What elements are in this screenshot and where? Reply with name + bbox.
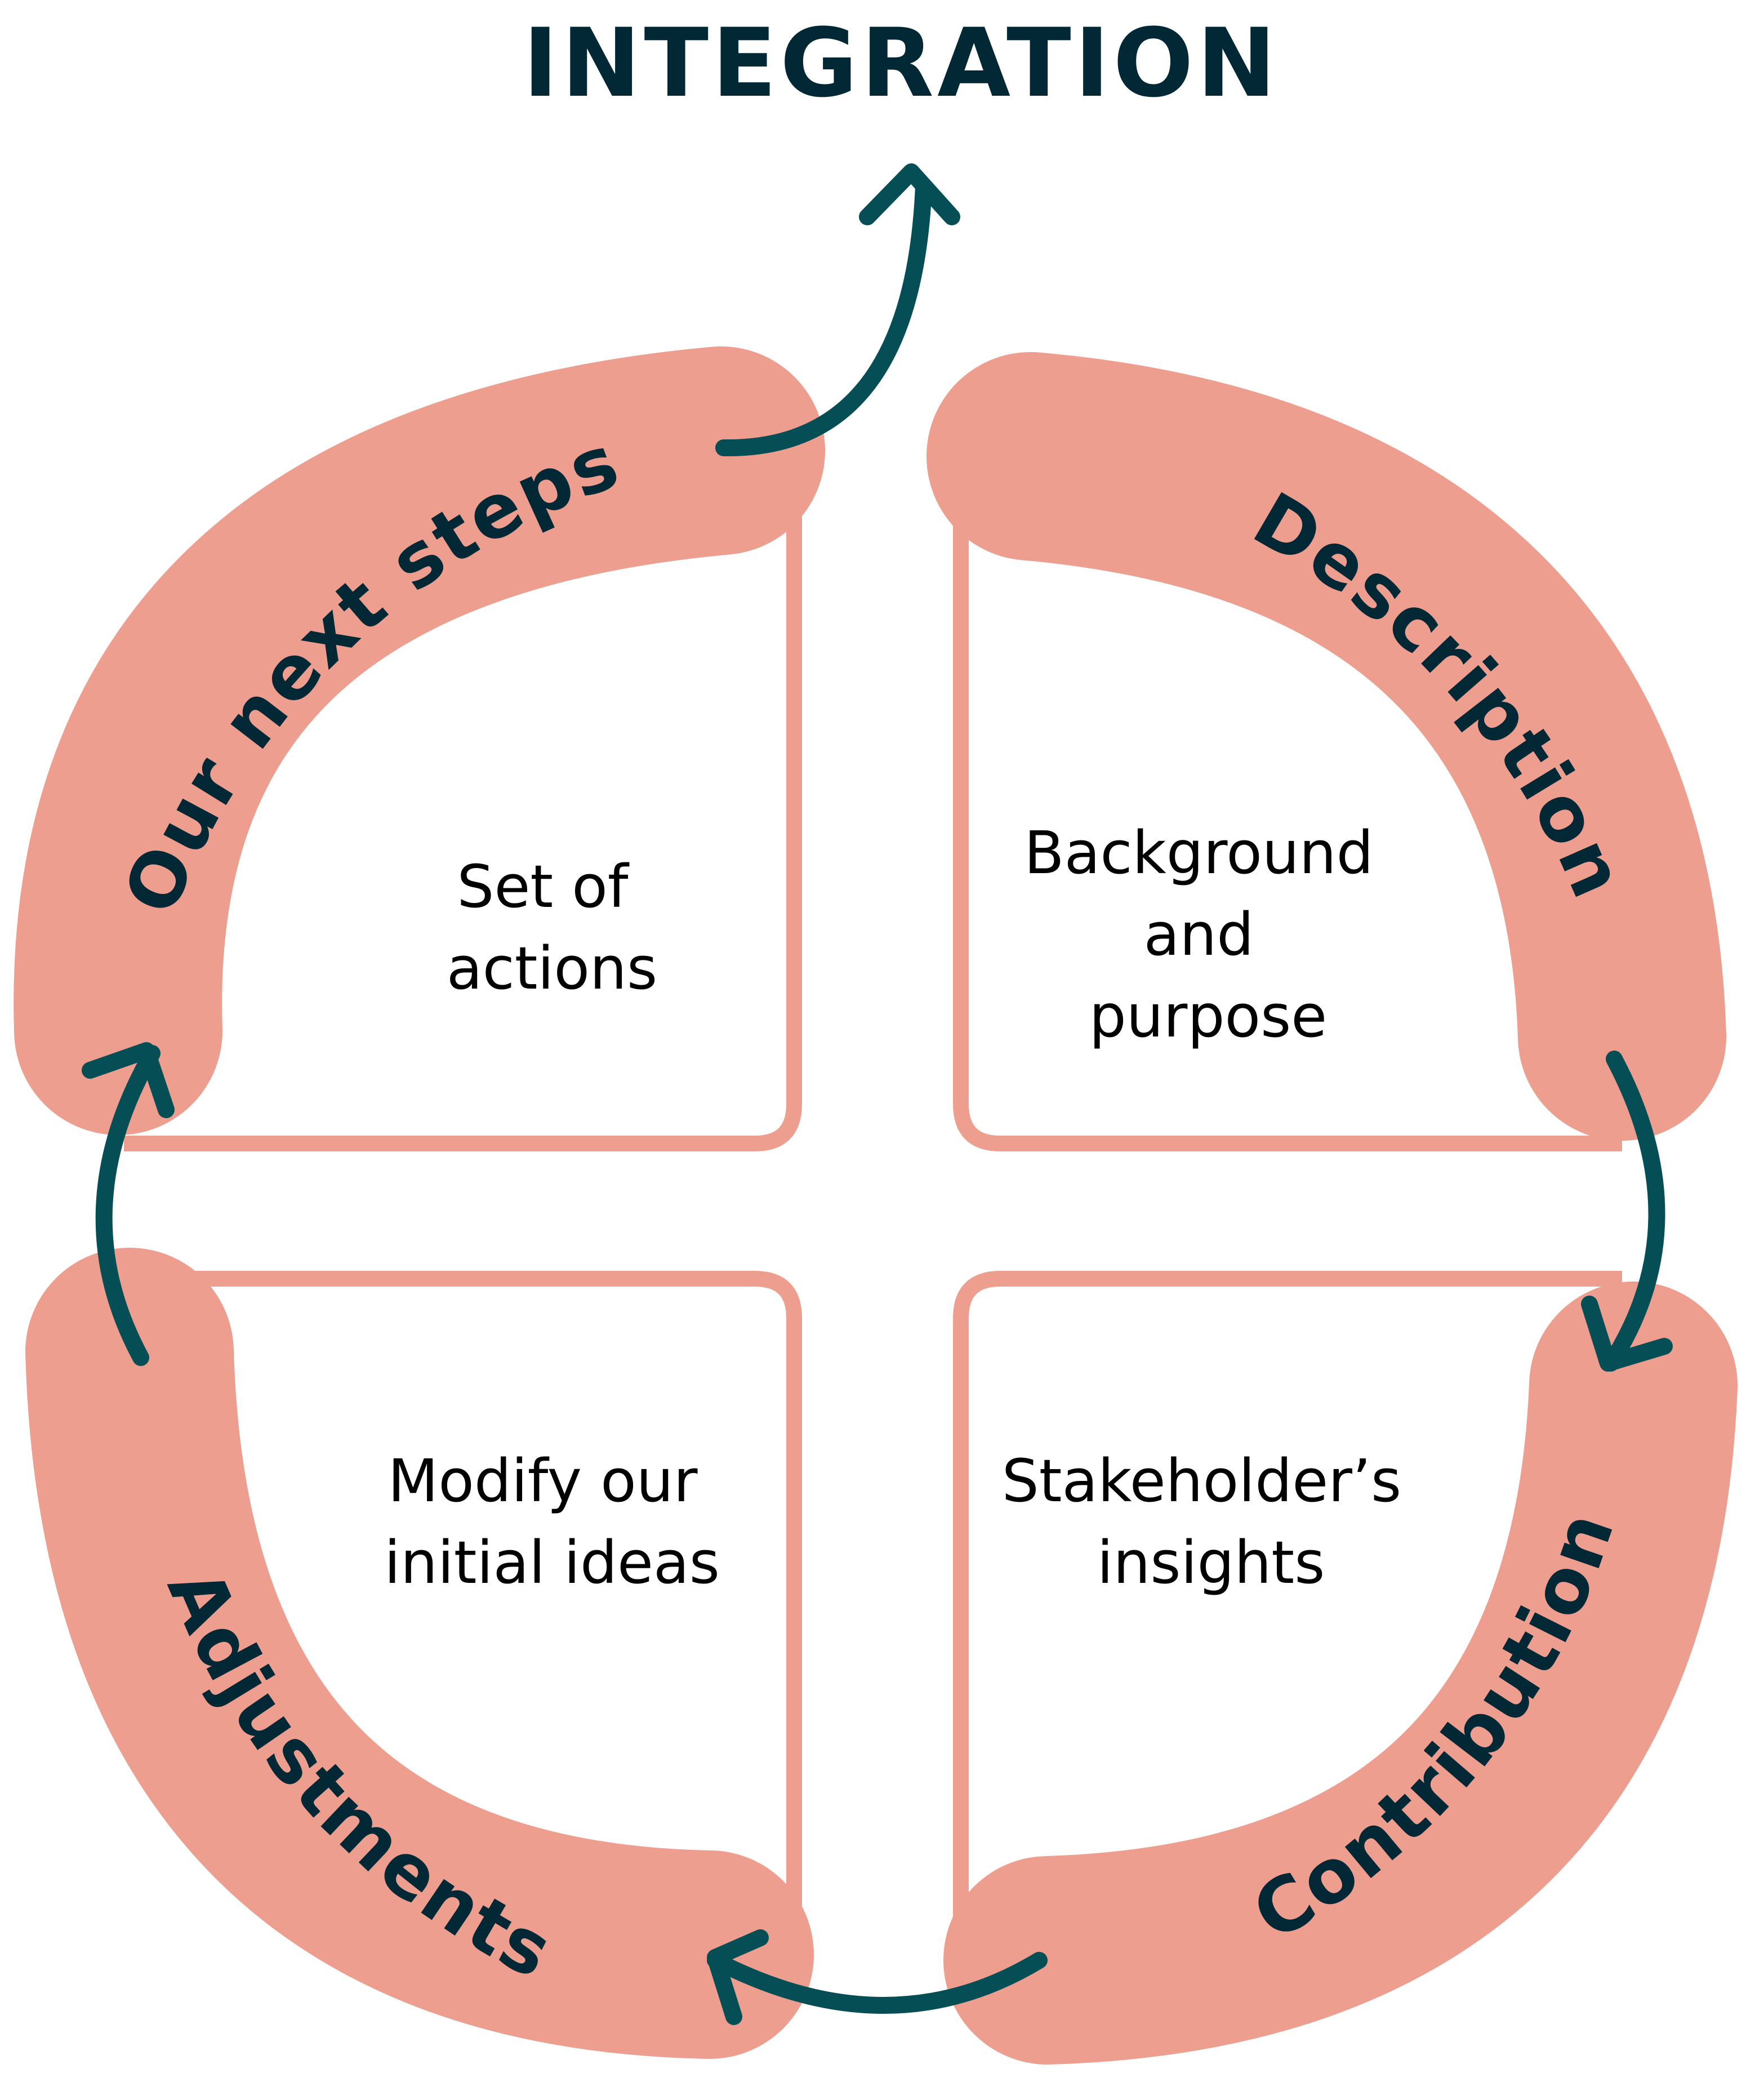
arrow-contribution-to-adjustments-icon bbox=[707, 1929, 1048, 2025]
band-our-next-steps bbox=[14, 346, 825, 1135]
quadrant-box-top-right bbox=[953, 496, 1622, 1151]
box-text-top-left: Set of actions bbox=[447, 852, 657, 1003]
integration-title: INTEGRATION bbox=[523, 8, 1279, 118]
arrow-adjustments-to-next-steps-icon bbox=[82, 1042, 175, 1366]
quadrant-box-top-left bbox=[124, 496, 802, 1151]
quadrant-box-bottom-left bbox=[124, 1271, 802, 1927]
arrow-to-integration-icon bbox=[715, 163, 960, 457]
band-adjustments bbox=[25, 1248, 814, 2059]
box-text-top-right: Background and purpose bbox=[1024, 818, 1392, 1051]
box-text-bottom-left: Modify our initial ideas bbox=[384, 1447, 720, 1597]
arrow-description-to-contribution-icon bbox=[1581, 1051, 1673, 1372]
band-contribution bbox=[943, 1282, 1738, 2065]
quadrant-box-bottom-right bbox=[953, 1271, 1622, 1927]
band-description bbox=[927, 352, 1726, 1141]
box-text-bottom-right: Stakeholder’s insights bbox=[1002, 1447, 1420, 1597]
